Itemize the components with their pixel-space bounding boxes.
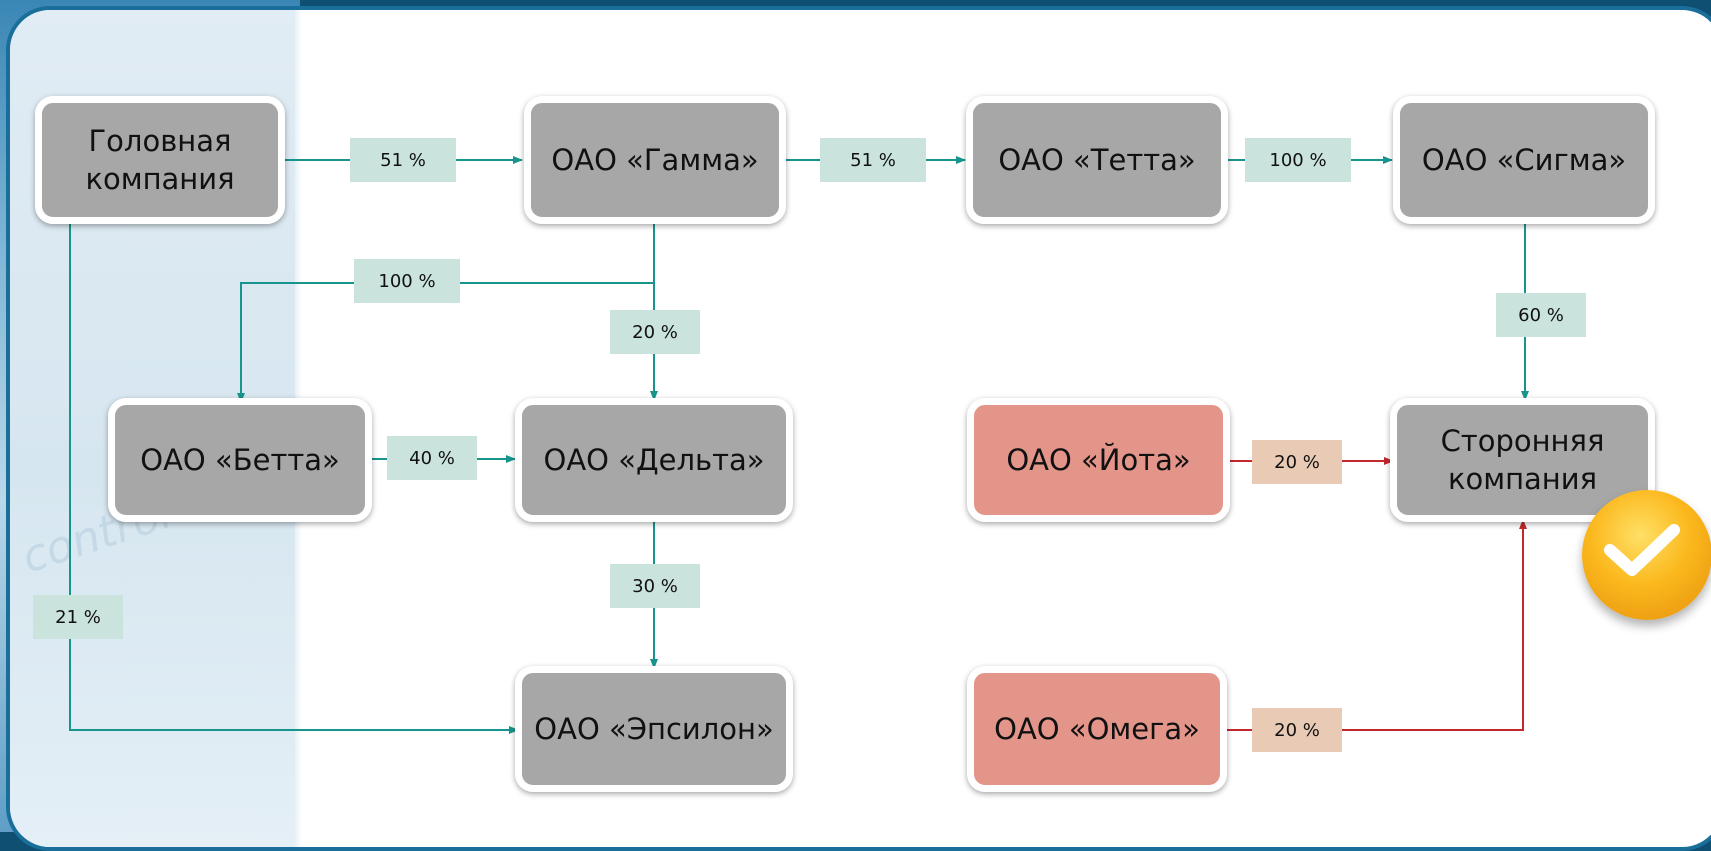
edge-label-iota-third: 20 % <box>1252 440 1342 484</box>
edge-label-sigma-third: 60 % <box>1496 293 1586 337</box>
node-omega: ОАО «Омега» <box>967 666 1227 792</box>
edge-label-betta-delta: 40 % <box>387 436 477 480</box>
edge-label-tetta-sigma: 100 % <box>1245 138 1351 182</box>
edge-label-head-gamma: 51 % <box>350 138 456 182</box>
node-third-party: Сторонняя компания <box>1390 398 1655 522</box>
edge-label-gamma-delta: 20 % <box>610 310 700 354</box>
edge-label-gamma-betta: 100 % <box>354 259 460 303</box>
node-epsilon: ОАО «Эпсилон» <box>515 666 793 792</box>
node-gamma: ОАО «Гамма» <box>524 96 786 224</box>
node-sigma: ОАО «Сигма» <box>1393 96 1655 224</box>
line-head-epsilon <box>69 215 519 734</box>
node-head-company: Головная компания <box>35 96 285 224</box>
checkmark-badge-icon <box>1582 490 1711 620</box>
node-delta: ОАО «Дельта» <box>515 398 793 522</box>
line-omega-third <box>1225 519 1527 731</box>
edge-label-gamma-tetta: 51 % <box>820 138 926 182</box>
node-betta: ОАО «Бетта» <box>108 398 372 522</box>
edge-label-delta-epsilon: 30 % <box>610 564 700 608</box>
node-iota: ОАО «Йота» <box>967 398 1230 522</box>
line-gamma-betta <box>237 282 654 403</box>
edge-label-omega-third: 20 % <box>1252 708 1342 752</box>
edge-label-head-epsilon: 21 % <box>33 595 123 639</box>
node-tetta: ОАО «Тетта» <box>966 96 1228 224</box>
